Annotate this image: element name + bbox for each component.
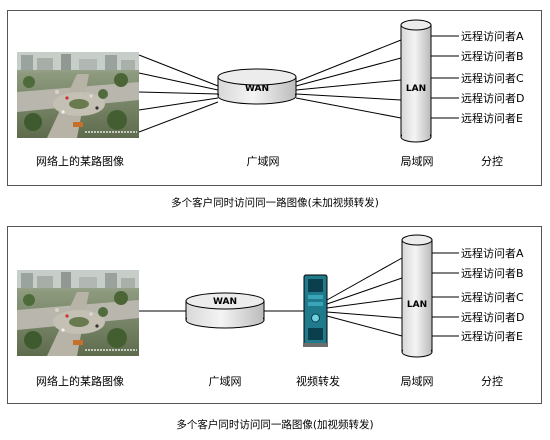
panel-with-forwarding bbox=[7, 226, 542, 404]
lan-label-1: 局域网 bbox=[401, 155, 434, 168]
camera-photo-1 bbox=[16, 51, 140, 139]
visitor-b-1: 远程访问者B bbox=[461, 50, 524, 63]
links-lan-visitors-1 bbox=[431, 35, 459, 119]
lan-text-2: LAN bbox=[407, 300, 427, 310]
wan-label-1: 广域网 bbox=[247, 155, 280, 168]
wan-cylinder-2 bbox=[185, 292, 265, 329]
image-label-2: 网络上的某路图像 bbox=[36, 374, 124, 388]
lan-cylinder-2 bbox=[401, 234, 433, 358]
camera-photo-2 bbox=[16, 269, 140, 357]
image-label-1: 网络上的某路图像 bbox=[36, 154, 124, 168]
lan-text-1: LAN bbox=[406, 84, 426, 94]
panel-without-forwarding bbox=[7, 10, 542, 186]
branch-label-1: 分控 bbox=[481, 154, 503, 168]
caption-2: 多个客户同时访问同一路图像(加视频转发) bbox=[176, 418, 373, 431]
lan-cylinder-1 bbox=[400, 19, 432, 143]
wan-text-1: WAN bbox=[245, 84, 269, 94]
wan-text-2: WAN bbox=[213, 297, 237, 307]
visitor-e-1: 远程访问者E bbox=[461, 112, 523, 125]
visitor-a-1: 远程访问者A bbox=[461, 30, 524, 43]
lan-label-2: 局域网 bbox=[401, 375, 434, 388]
wan-cylinder-1 bbox=[217, 68, 297, 105]
links-photo-wan-1 bbox=[138, 54, 219, 133]
visitor-a-2: 远程访问者A bbox=[461, 247, 524, 260]
visitor-d-2: 远程访问者D bbox=[461, 311, 524, 324]
visitor-c-1: 远程访问者C bbox=[461, 72, 524, 85]
links-wan-lan-1 bbox=[295, 39, 402, 119]
links-forwarder-lan-2 bbox=[326, 257, 403, 337]
links-lan-visitors-2 bbox=[432, 252, 459, 337]
visitor-b-2: 远程访问者B bbox=[461, 267, 524, 280]
visitor-e-2: 远程访问者E bbox=[461, 330, 523, 343]
forward-label-2: 视频转发 bbox=[296, 374, 340, 388]
wan-label-2: 广域网 bbox=[209, 375, 242, 388]
visitor-c-2: 远程访问者C bbox=[461, 291, 524, 304]
visitor-d-1: 远程访问者D bbox=[461, 92, 524, 105]
caption-1: 多个客户同时访问同一路图像(未加视频转发) bbox=[171, 196, 379, 209]
video-forwarding-server-icon bbox=[303, 274, 328, 347]
branch-label-2: 分控 bbox=[481, 374, 503, 388]
